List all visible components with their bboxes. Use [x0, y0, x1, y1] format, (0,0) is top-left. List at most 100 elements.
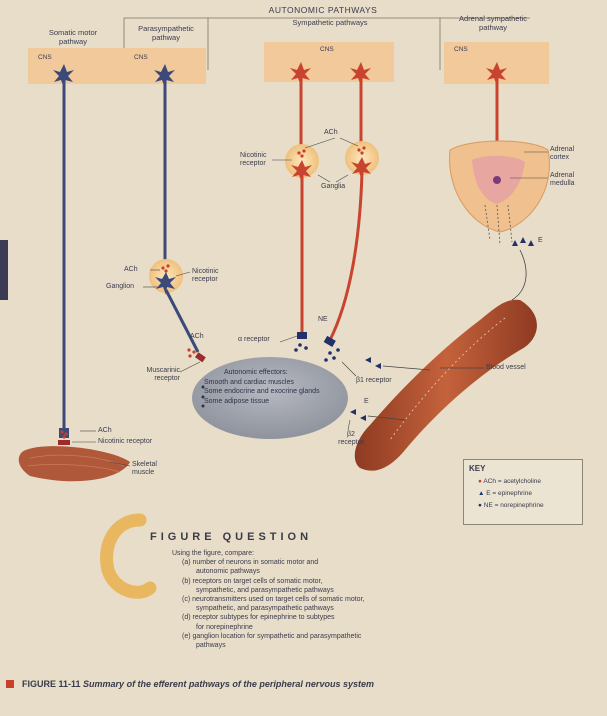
epinephrine-to-effector-arrows: [350, 357, 431, 421]
muscle-striation: [27, 463, 121, 473]
label-ganglion: Ganglion: [106, 283, 135, 290]
autonomic-effector-cell: [192, 357, 348, 439]
skeletal-muscle: [18, 446, 131, 482]
label-muscarinic-receptor: Muscarinic receptor: [146, 367, 180, 382]
cns-label-adrenal: CNS: [454, 46, 468, 53]
key-title: KEY: [469, 464, 486, 473]
key-row-norepinephrine: ● NE = norepinephrine: [478, 502, 544, 509]
leader-beta2: [347, 419, 351, 431]
cns-label-somatic: CNS: [38, 54, 52, 61]
sympathetic-preganglionic-neuron-2: [350, 62, 371, 150]
adrenal-to-vessel-line: [511, 249, 527, 301]
effector-item: Some adipose tissue: [204, 397, 269, 405]
label-skeletal-muscle: Skeletal muscle: [132, 461, 157, 476]
sympathetic-terminal-beta: [323, 335, 336, 347]
label-adrenal-cortex: Adrenal cortex: [550, 146, 575, 161]
label-adrenal-medulla: Adrenal medulla: [550, 172, 575, 187]
cns-box-sympathetic: [264, 42, 394, 82]
sympathetic-column-header: Sympathetic pathways: [292, 18, 368, 27]
parasympathetic-postganglionic-neuron: [155, 272, 200, 353]
ach-dots-sympathetic-ganglia: [297, 146, 366, 158]
ach-dots-muscarinic: [187, 348, 196, 358]
label-ach-parasympathetic: ACh: [124, 266, 138, 273]
adrenal-column-header: Adrenal sympathetic pathway: [459, 14, 527, 32]
blood-vessel: [354, 299, 537, 471]
autonomic-effectors-text: Autonomic effectors: Smooth and cardiac …: [204, 368, 320, 406]
label-alpha-receptor: α receptor: [238, 336, 270, 343]
label-ne: NE: [318, 316, 328, 323]
ach-dot-icon: ●: [478, 478, 482, 485]
sympathetic-postganglionic-neuron-2: [328, 157, 372, 341]
figure-caption: FIGURE 11-11 Summary of the efferent pat…: [22, 678, 582, 690]
label-ganglia: Ganglia: [321, 183, 346, 190]
effector-item: Some endocrine and exocrine glands: [204, 388, 320, 395]
effector-bullet: [201, 404, 205, 408]
question-badge: [100, 513, 157, 599]
key-symbol: NE: [483, 502, 493, 509]
autonomic-pathways-title: AUTONOMIC PATHWAYS: [268, 5, 378, 15]
question-line: pathways: [196, 642, 226, 650]
question-line: (c) neurotransmitters used on target cel…: [182, 596, 365, 604]
somatic-end-plate: [58, 440, 70, 445]
key-meaning: = acetylcholine: [497, 478, 542, 485]
effector-item: Smooth and cardiac muscles: [204, 378, 294, 386]
effectors-title: Autonomic effectors:: [224, 369, 288, 376]
label-epinephrine-release: E: [538, 237, 543, 244]
label-epinephrine-beta2: E: [364, 398, 369, 405]
effector-bullet: [201, 395, 205, 399]
figure-caption-text: Summary of the efferent pathways of the …: [83, 679, 374, 689]
somatic-terminal: [59, 428, 69, 438]
leader-ganglia-1: [317, 174, 331, 183]
label-ach-target: ACh: [190, 333, 204, 340]
sympathetic-preganglionic-neuron-1: [290, 62, 311, 152]
ach-dots-somatic: [60, 430, 68, 439]
cns-label-parasympathetic: CNS: [134, 54, 148, 61]
parasympathetic-preganglionic-neuron: [154, 64, 175, 268]
blood-flow-line: [389, 317, 506, 441]
label-ach-sympathetic: ACh: [324, 129, 338, 136]
ach-dots-parasympathetic-ganglion: [161, 264, 170, 273]
question-line: (e) ganglion location for sympathetic an…: [182, 632, 362, 640]
ne-dots: [294, 343, 340, 362]
question-line: for norepinephrine: [196, 623, 253, 631]
effector-bullet: [201, 385, 205, 389]
leader-muscarinic: [179, 361, 201, 373]
leader-beta1: [341, 361, 357, 377]
parasympathetic-terminal: [195, 352, 206, 363]
label-beta1-receptor: β1 receptor: [356, 377, 392, 384]
key-symbol: ACh: [483, 478, 497, 485]
epinephrine-triangle-icon: ▲: [478, 490, 485, 497]
ne-dot-icon: ●: [478, 502, 482, 509]
sympathetic-postganglionic-neuron-1: [291, 160, 312, 332]
leader-ach-symp-2: [339, 137, 359, 147]
somatic-motor-neuron: [53, 64, 74, 428]
key-row-ach: ● ACh = acetylcholine: [478, 478, 541, 485]
parasympathetic-column-header: Parasympathetic pathway: [138, 24, 194, 42]
figure-question-title: FIGURE QUESTION: [150, 531, 313, 543]
figure-number: FIGURE 11-11: [22, 679, 81, 689]
label-nicotinic-receptor-somatic: Nicotinic receptor: [98, 438, 153, 445]
leader-ach-symp-1: [304, 137, 336, 149]
key-meaning: = norepinephrine: [494, 502, 544, 509]
question-line: (b) receptors on target cells of somatic…: [182, 577, 323, 585]
question-line: (a) number of neurons in somatic motor a…: [182, 559, 319, 567]
label-ach-somatic: ACh: [98, 427, 112, 434]
label-nicotinic-receptor-sympathetic: Nicotinic receptor: [240, 152, 267, 167]
key-legend: KEY ● ACh = acetylcholine ▲ E = epinephr…: [463, 459, 583, 525]
cns-label-sympathetic: CNS: [320, 46, 334, 53]
cns-box-somatic: [28, 48, 118, 84]
figure-question-list: Using the figure, compare: (a) number of…: [172, 549, 364, 650]
label-beta2-receptor: β2 receptor: [338, 431, 364, 446]
question-line: autonomic pathways: [196, 568, 260, 576]
question-line: sympathetic, and parasympathetic pathway…: [196, 605, 334, 613]
figure-question-intro: Using the figure, compare:: [172, 550, 255, 557]
label-blood-vessel: Blood vessel: [486, 364, 526, 371]
question-line: (d) receptor subtypes for epinephrine to…: [182, 614, 335, 622]
leader-ganglia-2: [335, 174, 349, 183]
question-line: sympathetic, and parasympathetic pathway…: [196, 586, 334, 594]
key-row-epinephrine: ▲ E = epinephrine: [478, 490, 532, 497]
adrenal-synapse: [493, 176, 501, 184]
caption-marker: [6, 680, 14, 688]
